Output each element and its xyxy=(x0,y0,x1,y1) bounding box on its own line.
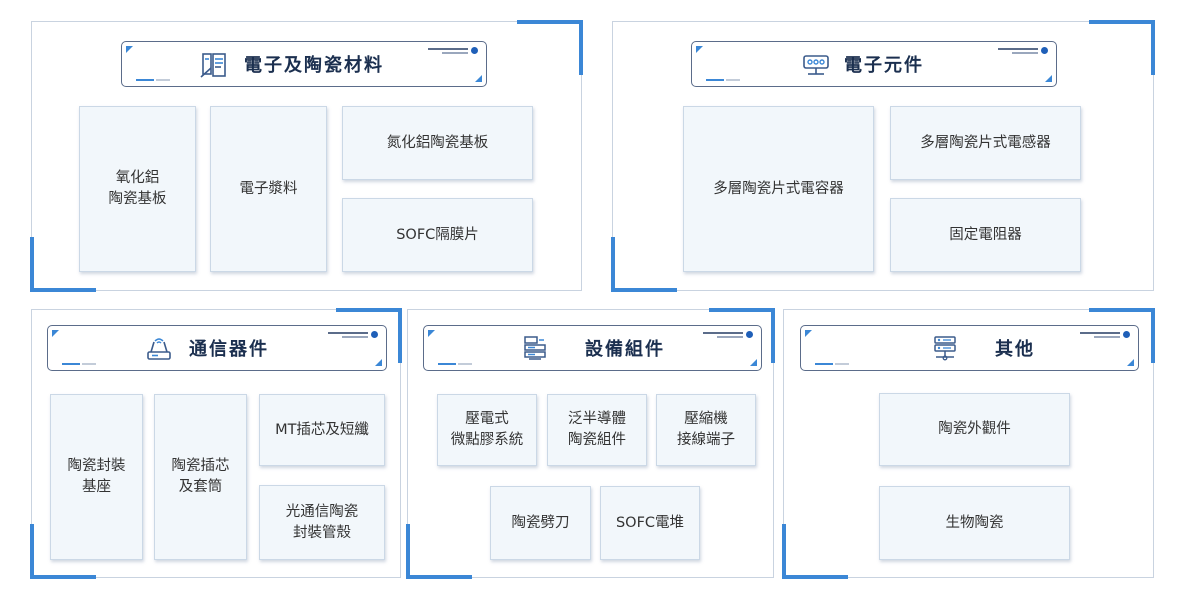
item-optical-ceramic-package[interactable]: 光通信陶瓷 封裝管殼 xyxy=(259,485,385,560)
item-semiconductor-ceramic-components[interactable]: 泛半導體 陶瓷組件 xyxy=(547,394,647,466)
item-fixed-resistor[interactable]: 固定電阻器 xyxy=(890,198,1081,272)
item-alumina-ceramic-substrate[interactable]: 氧化鋁 陶瓷基板 xyxy=(79,106,196,272)
item-ceramic-ferrule-sleeve[interactable]: 陶瓷插芯 及套筒 xyxy=(154,394,247,560)
item-sofc-diaphragm[interactable]: SOFC隔膜片 xyxy=(342,198,533,272)
item-ceramic-package-base[interactable]: 陶瓷封裝 基座 xyxy=(50,394,143,560)
panel-header: 電子及陶瓷材料 xyxy=(121,41,487,87)
panel-header: 設備組件 xyxy=(423,325,762,371)
panel-header: 其他 xyxy=(800,325,1139,371)
panel-electronic-components: 電子元件 多層陶瓷片式電容器 多層陶瓷片式電感器 固定電阻器 xyxy=(611,20,1155,292)
item-piezo-micro-dispensing[interactable]: 壓電式 微點膠系統 xyxy=(437,394,537,466)
panel-header: 通信器件 xyxy=(47,325,387,371)
item-mt-ferrule-short-fiber[interactable]: MT插芯及短纖 xyxy=(259,394,385,466)
panel-title: 設備組件 xyxy=(585,339,665,360)
panel-title: 電子元件 xyxy=(844,55,924,76)
item-aluminum-nitride-substrate[interactable]: 氮化鋁陶瓷基板 xyxy=(342,106,533,180)
panel-header: 電子元件 xyxy=(691,41,1057,87)
circuit-board-icon xyxy=(803,55,829,75)
item-bioceramics[interactable]: 生物陶瓷 xyxy=(879,486,1070,560)
item-sofc-stack[interactable]: SOFC電堆 xyxy=(600,486,700,560)
item-ceramic-appearance-parts[interactable]: 陶瓷外觀件 xyxy=(879,393,1070,466)
panel-electronic-ceramic-materials: 電子及陶瓷材料 氧化鋁 陶瓷基板 電子漿料 氮化鋁陶瓷基板 SOFC隔膜片 xyxy=(30,20,583,292)
panel-title: 通信器件 xyxy=(189,339,269,360)
panel-communication-devices: 通信器件 陶瓷封裝 基座 陶瓷插芯 及套筒 MT插芯及短纖 光通信陶瓷 封裝管殼 xyxy=(30,308,402,579)
item-mlcc[interactable]: 多層陶瓷片式電容器 xyxy=(683,106,874,272)
item-ceramic-capillary[interactable]: 陶瓷劈刀 xyxy=(490,486,591,560)
panel-title: 其他 xyxy=(995,339,1035,360)
item-compressor-terminal[interactable]: 壓縮機 接線端子 xyxy=(656,394,756,466)
item-multilayer-chip-inductor[interactable]: 多層陶瓷片式電感器 xyxy=(890,106,1081,180)
router-icon xyxy=(147,338,171,360)
equipment-rack-icon xyxy=(524,336,546,360)
server-stack-icon xyxy=(934,336,956,361)
materials-icon xyxy=(200,53,226,78)
item-electronic-paste[interactable]: 電子漿料 xyxy=(210,106,327,272)
panel-equipment-components: 設備組件 壓電式 微點膠系統 泛半導體 陶瓷組件 壓縮機 接線端子 陶瓷劈刀 S… xyxy=(406,308,775,579)
panel-others: 其他 陶瓷外觀件 生物陶瓷 xyxy=(782,308,1155,579)
panel-title: 電子及陶瓷材料 xyxy=(244,55,384,76)
